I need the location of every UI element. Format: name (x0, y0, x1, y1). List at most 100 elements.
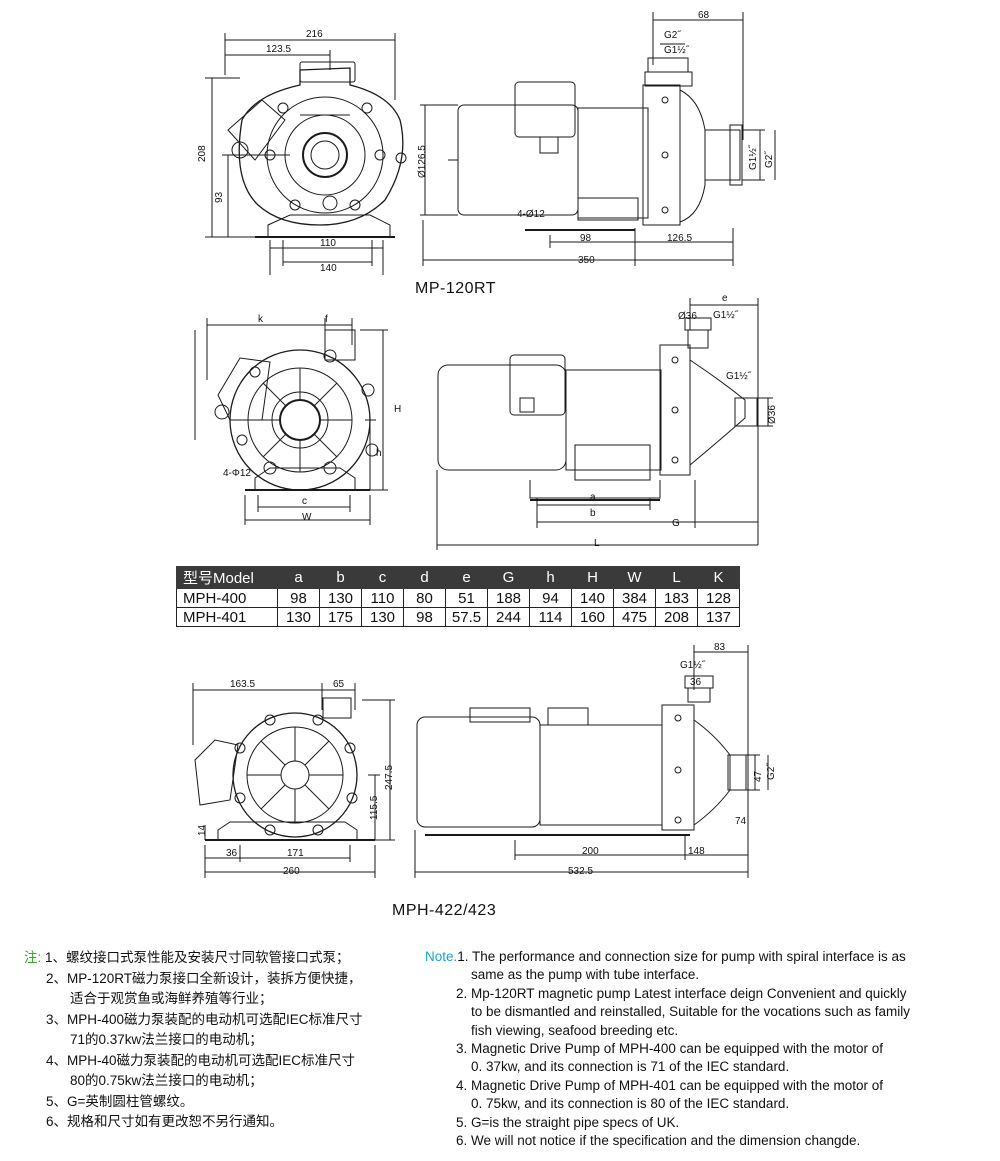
table-cell: 114 (529, 607, 572, 627)
note-en-1b: same as the pump with tube interface. (471, 967, 700, 983)
col-h: h (529, 566, 572, 589)
table-cell: 98 (403, 607, 446, 627)
spec-table: 型号Model a b c d e G h H W L K MPH-400 98… (176, 566, 740, 627)
dim-W: W (302, 512, 312, 523)
dim-k: k (258, 314, 263, 325)
notes-cn-label: 注: (24, 950, 42, 965)
col-c: c (361, 566, 404, 589)
dim-171: 171 (287, 848, 304, 859)
dim-98: 98 (580, 233, 592, 244)
mp120-front-view (205, 33, 407, 275)
caption-mp120rt: MP-120RT (415, 280, 497, 297)
dim-L: L (594, 538, 600, 549)
mph400-side-view (436, 298, 773, 550)
mph400-front-view (194, 318, 388, 525)
row-model: MPH-400 (176, 588, 278, 608)
model-header: 型号Model (176, 566, 278, 589)
dim-H: H (394, 404, 402, 415)
table-cell: 57.5 (445, 607, 488, 627)
table-cell: 94 (529, 588, 572, 608)
col-d: d (403, 566, 446, 589)
note-cn-4: 4、MPH-40磁力泵装配的电动机可选配IEC标准尺寸 (46, 1052, 356, 1068)
dim-68: 68 (698, 10, 710, 21)
col-W: W (613, 566, 656, 589)
dim-208: 208 (197, 145, 208, 162)
label-g2-side: G2˝ (764, 151, 775, 168)
dim-36-front: 36 (226, 848, 238, 859)
dim-74: 74 (735, 816, 747, 827)
note-en-2c: fish viewing, seafood breeding etc. (471, 1022, 679, 1038)
dim-dia36-top: Ø36 (678, 311, 697, 322)
label-g1half-mph422: G1½˝ (680, 660, 706, 671)
note-cn-3: 3、MPH-400磁力泵装配的电动机可选配IEC标准尺寸 (46, 1011, 363, 1027)
table-cell: 140 (571, 588, 614, 608)
dim-f: f (325, 314, 328, 325)
table-cell: 80 (403, 588, 446, 608)
dim-93: 93 (214, 191, 225, 203)
table-cell: 475 (613, 607, 656, 627)
label-g1half-top-mph400: G1½˝ (713, 310, 739, 321)
dim-dia-126-5: Ø126.5 (417, 145, 428, 178)
note-en-4b: 0. 75kw, and its connection is 80 of the… (471, 1096, 790, 1112)
note-cn-1: 1、螺纹接口式泵性能及安装尺寸同软管接口式泵； (45, 950, 350, 965)
mph422-side-view (414, 645, 769, 878)
note-en-1: 1. The performance and connection size f… (457, 949, 906, 964)
table-cell: 51 (445, 588, 488, 608)
col-e: e (445, 566, 488, 589)
note-en-6: 6. We will not notice if the specificati… (456, 1133, 861, 1149)
table-row: MPH-400 98 130 110 80 51 188 94 140 384 … (176, 588, 740, 608)
label-g1half-top: G1½˝ (664, 45, 690, 56)
table-cell: 130 (319, 588, 362, 608)
dim-a: a (590, 492, 596, 503)
note-en-2: 2. Mp-120RT magnetic pump Latest interfa… (456, 985, 907, 1001)
dim-110: 110 (320, 238, 336, 249)
dim-e: e (722, 293, 728, 304)
caption-mph422-423: MPH-422/423 (392, 902, 497, 919)
dim-260: 260 (283, 866, 300, 877)
note-en-3: 3. Magnetic Drive Pump of MPH-400 can be… (456, 1041, 883, 1057)
dim-200: 200 (582, 846, 599, 857)
label-bolt-holes-mp120: 4-Ø12 (517, 209, 545, 220)
table-cell: 208 (655, 607, 698, 627)
table-cell: 183 (655, 588, 698, 608)
label-g1half-side: G1½˝ (748, 144, 759, 170)
mp120-side-view (420, 12, 776, 266)
col-b: b (319, 566, 362, 589)
col-L: L (655, 566, 698, 589)
table-cell: 110 (361, 588, 404, 608)
dim-dia36-side: Ø36 (767, 405, 778, 424)
label-g2-mph422: G2˝ (766, 763, 777, 780)
table-row: MPH-401 130 175 130 98 57.5 244 114 160 … (176, 607, 740, 627)
table-cell: 244 (487, 607, 530, 627)
table-cell: 384 (613, 588, 656, 608)
dim-115-5: 115.5 (369, 795, 380, 820)
mph422-front-view (192, 683, 395, 878)
dim-123-5: 123.5 (266, 44, 292, 55)
table-cell: 128 (697, 588, 740, 608)
dim-65: 65 (333, 679, 345, 690)
col-H: H (571, 566, 614, 589)
spec-table-header: 型号Model a b c d e G h H W L K (176, 566, 740, 589)
dim-36-side: 36 (690, 677, 702, 688)
notes-chinese: 注: 1、螺纹接口式泵性能及安装尺寸同软管接口式泵； 2、MP-120RT磁力泵… (24, 948, 424, 1133)
dim-83: 83 (714, 642, 726, 653)
dim-140: 140 (320, 263, 337, 274)
dim-47: 47 (753, 770, 764, 782)
note-cn-5: 5、G=英制圆柱管螺纹。 (46, 1093, 194, 1109)
table-cell: 130 (361, 607, 404, 627)
col-a: a (277, 566, 320, 589)
dim-216: 216 (306, 29, 323, 40)
dim-126-5: 126.5 (667, 233, 693, 244)
dim-b: b (590, 508, 596, 519)
label-g2-top: G2˝ (664, 30, 681, 41)
note-en-2b: to be dismantled and reinstalled, Suitab… (471, 1004, 910, 1020)
note-en-5: 5. G=is the straight pipe specs of UK. (456, 1114, 680, 1130)
dim-163-5: 163.5 (230, 679, 256, 690)
dim-h: h (376, 448, 382, 459)
dim-148: 148 (688, 846, 705, 857)
table-cell: 160 (571, 607, 614, 627)
note-cn-3b: 71的0.37kw法兰接口的电动机； (70, 1032, 263, 1047)
label-g1half-outlet: G1½˝ (726, 371, 752, 382)
dim-350: 350 (578, 255, 595, 266)
